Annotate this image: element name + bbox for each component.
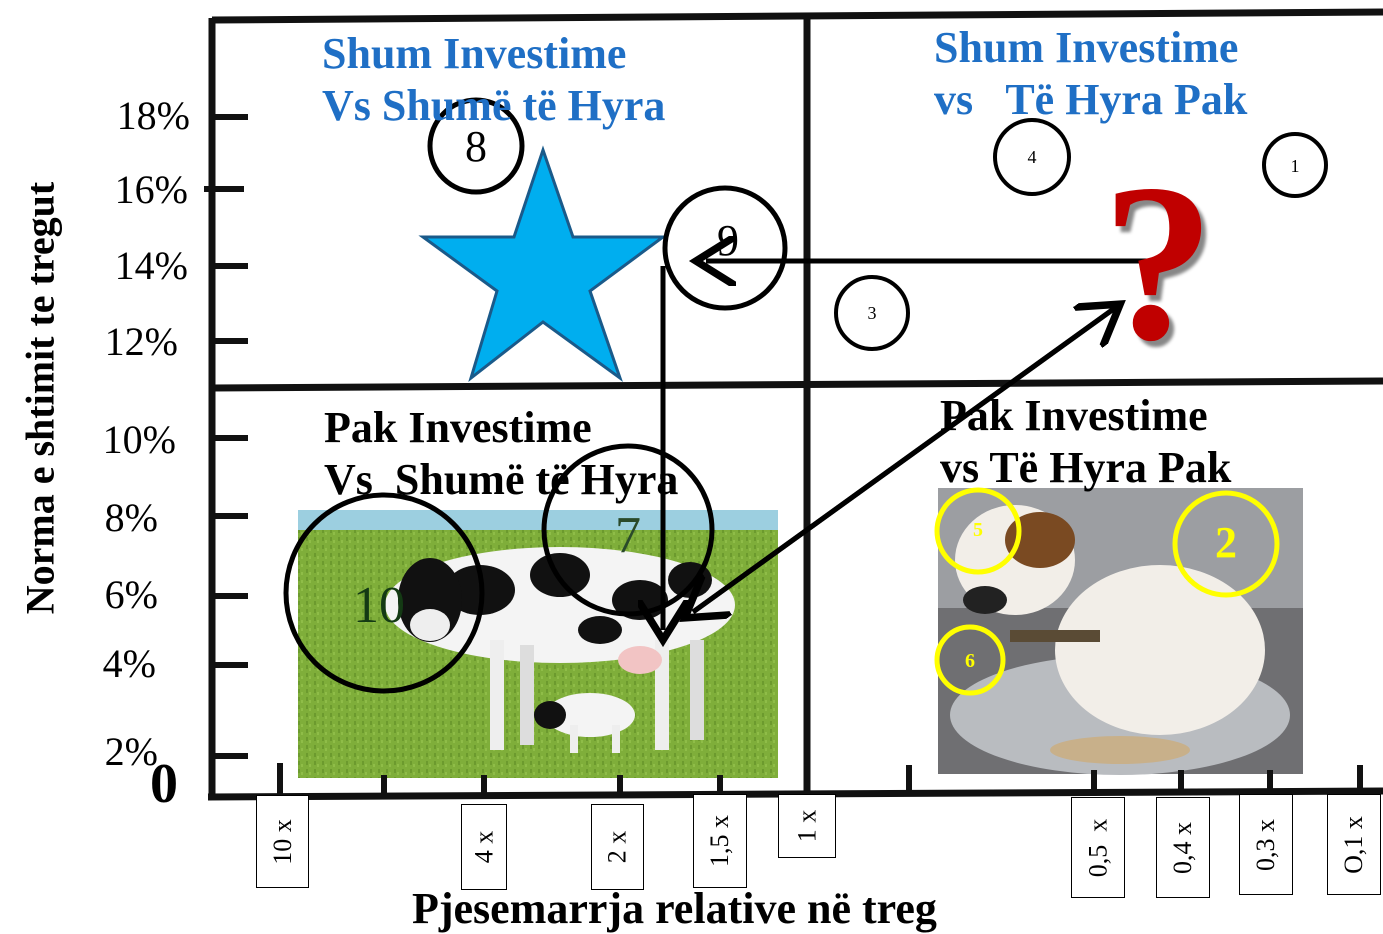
y-tick-label: 6% bbox=[104, 572, 158, 617]
y-tick-label: 4% bbox=[102, 641, 156, 686]
question-mark: ? bbox=[1102, 137, 1215, 387]
y-tick-label: 16% bbox=[114, 167, 188, 212]
x-tick-box: 2 x bbox=[591, 804, 644, 890]
x-tick-box: 10 x bbox=[256, 795, 309, 888]
dog-photo bbox=[938, 488, 1303, 775]
cow-photo bbox=[298, 510, 778, 778]
item-number-3: 3 bbox=[867, 303, 877, 323]
star-icon bbox=[418, 145, 668, 383]
x-tick-box: 0,4 x bbox=[1156, 797, 1210, 898]
x-axis-label: Pjesemarrja relative në treg bbox=[412, 884, 937, 933]
item-number-4: 4 bbox=[1027, 147, 1037, 167]
arrows bbox=[663, 261, 1187, 630]
item-number-2: 2 bbox=[1215, 518, 1237, 567]
item-number-6: 6 bbox=[965, 650, 975, 672]
y-tick-label: 8% bbox=[104, 495, 158, 540]
item-number-5: 5 bbox=[973, 519, 983, 541]
item-number-7: 7 bbox=[615, 507, 641, 564]
x-tick-box: 1 x bbox=[778, 794, 836, 858]
x-tick-label: 0,3 x bbox=[1251, 818, 1280, 871]
y-tick-label: 14% bbox=[114, 243, 188, 288]
x-tick-label: 10 x bbox=[267, 818, 297, 865]
x-tick-label: 1,5 x bbox=[705, 815, 734, 867]
x-tick-box: 0,5 x bbox=[1071, 797, 1125, 898]
y-tick-label: 10% bbox=[102, 417, 176, 462]
y-axis-label: Norma e shtimit te tregut bbox=[17, 181, 63, 615]
y-axis-tick-marks bbox=[204, 114, 248, 759]
origin-label: 0 bbox=[150, 753, 178, 815]
x-tick-label: 0,5 x bbox=[1083, 818, 1112, 877]
quadrant-title-top-right: Shum Investime vs Të Hyra Pak bbox=[934, 23, 1248, 124]
x-tick-label: 4 x bbox=[469, 830, 498, 864]
x-tick-box: 4 x bbox=[461, 804, 507, 890]
x-axis-tick-marks bbox=[277, 763, 1363, 797]
item-number-9: 9 bbox=[717, 216, 739, 265]
x-tick-label: 0,4 x bbox=[1168, 821, 1197, 874]
y-tick-label: 18% bbox=[116, 93, 190, 138]
quadrant-title-top-left: Shum Investime Vs Shumë të Hyra bbox=[322, 29, 666, 130]
x-tick-label: O,1 x bbox=[1339, 815, 1368, 874]
item-circles bbox=[283, 97, 1328, 694]
yellow-circles bbox=[934, 487, 1280, 696]
x-tick-label: 2 x bbox=[602, 830, 632, 864]
item-number-10: 10 bbox=[353, 577, 405, 634]
x-tick-label: 1 x bbox=[792, 809, 821, 843]
quadrant-title-bottom-right: Pak Investime vs Të Hyra Pak bbox=[940, 391, 1232, 492]
item-number-8: 8 bbox=[465, 122, 487, 171]
x-tick-box: O,1 x bbox=[1327, 794, 1381, 895]
x-tick-box: 0,3 x bbox=[1239, 794, 1293, 895]
x-tick-box: 1,5 x bbox=[693, 794, 747, 888]
y-tick-label: 2% bbox=[104, 729, 158, 774]
y-tick-label: 12% bbox=[104, 319, 178, 364]
quadrant-title-bottom-left: Pak Investime Vs Shumë të Hyra bbox=[324, 403, 679, 504]
item-number-1: 1 bbox=[1290, 156, 1300, 176]
